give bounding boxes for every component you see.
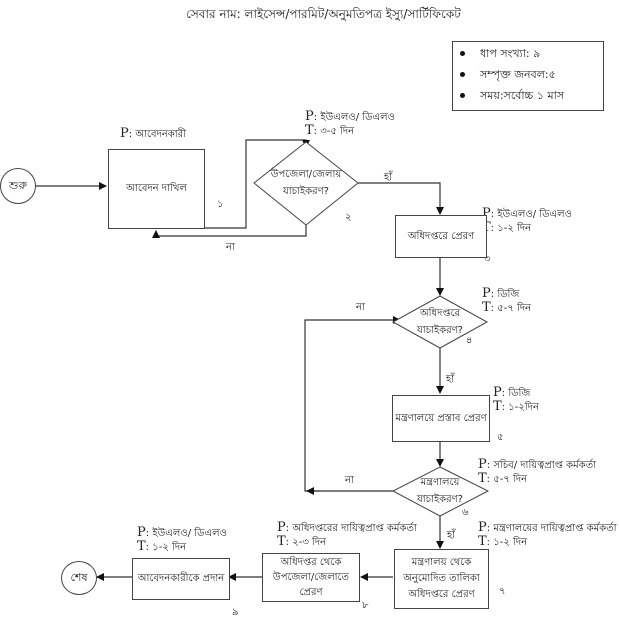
step1-box: আবেদন দাখিল xyxy=(108,149,205,229)
step2-person: P: ইউএলও/ ডিএলও xyxy=(305,109,395,124)
step9-box: আবেদনকারীকে প্রদান xyxy=(132,558,230,600)
step4-yes-label: হাঁ xyxy=(446,374,455,385)
step4-diamond-text: অধিদপ্তরে যাচাইকরণ? xyxy=(416,308,463,336)
step9-person: P: ইউএলও/ ডিএলও xyxy=(137,525,227,540)
step6-yes-label: হাঁ xyxy=(447,530,456,541)
step7-person: P: মন্ত্রণালয়ের দায়িত্বপ্রাপ্ত কর্মকর্… xyxy=(478,520,617,535)
summary-item-staff: সম্পৃক্ত জনবল:৫ xyxy=(453,65,603,84)
arrow-step6-no-loop xyxy=(304,316,401,492)
step5-time: T: ১-২দিন xyxy=(493,399,539,414)
step4-number: ৪ xyxy=(466,335,473,346)
arrow-step2-yes-to-step3 xyxy=(358,182,444,215)
arrow-step2-no-to-step1 xyxy=(152,225,307,238)
summary-item-time: সময়:সর্বোচ্চ ১ মাস xyxy=(453,86,603,105)
step6-person: P: সচিব/ দায়িত্বপ্রাপ্ত কর্মকর্তা xyxy=(478,457,597,472)
step5-box: মন্ত্রণালয়ে প্রস্তাব প্রেরণ xyxy=(392,395,490,442)
decision-diamond-step2 xyxy=(253,141,359,226)
step5-person: P: ডিজি xyxy=(493,385,531,400)
step3-person: P: ইউএলও/ ডিএলও xyxy=(482,206,572,221)
step2-no-label: না xyxy=(226,242,235,253)
step7-time: T: ১-২ দিন xyxy=(478,534,528,549)
page-title: সেবার নাম: লাইসেন্স/পারমিট/অনুমতিপত্র ইস… xyxy=(186,7,461,21)
start-node: শুরু xyxy=(0,168,36,204)
decision-diamond-step4 xyxy=(391,295,489,349)
step4-person: P: ডিজি xyxy=(482,286,520,301)
step8-time: T: ২-৩ দিন xyxy=(277,534,327,549)
step9-time: T: ১-২ দিন xyxy=(137,539,187,554)
step2-yes-label: হাঁ xyxy=(384,172,393,183)
step5-number: ৫ xyxy=(497,432,504,443)
step7-box: মন্ত্রণালয় থেকে অনুমোদিত তালিকা অধিদপ্ত… xyxy=(394,549,489,609)
step2-diamond-text: উপজেলা/জেলায় যাচাইকরণ? xyxy=(270,169,342,197)
step6-no-label: না xyxy=(345,475,354,486)
summary-box: ধাপ সংখ্যা: ৯ সম্পৃক্ত জনবল:৫ সময়:সর্বো… xyxy=(452,41,604,111)
step4-no-label: না xyxy=(356,302,365,313)
step1-person: P: আবেদনকারী xyxy=(120,126,187,141)
step4-time: T: ৫-৭ দিন xyxy=(482,300,532,315)
step3-time: T: ১-২ দিন xyxy=(482,221,532,235)
step2-number: ২ xyxy=(345,212,352,223)
step8-box: অধিদপ্তর থেকে উপজেলা/জেলাতে প্রেরণ xyxy=(262,553,360,602)
step2-time: T: ৩-৫ দিন xyxy=(305,123,355,138)
step9-number: ৯ xyxy=(232,607,239,618)
summary-item-steps: ধাপ সংখ্যা: ৯ xyxy=(453,44,603,63)
step8-person: P: অধিদপ্তরের দায়িত্বপ্রাপ্ত কর্মকর্তা xyxy=(277,520,417,535)
step6-diamond-text: মন্ত্রণালয়ে যাচাইকরণ? xyxy=(416,477,463,505)
step8-number: ৮ xyxy=(362,600,369,611)
step6-time: T: ৫-৭ দিন xyxy=(478,471,528,486)
step7-number: ৭ xyxy=(499,586,506,597)
step3-box: অধিদপ্তরে প্রেরণ xyxy=(395,215,487,258)
decision-diamond-step6 xyxy=(391,466,490,517)
end-node: শেষ xyxy=(61,561,97,595)
step6-number: ৬ xyxy=(462,507,469,518)
step1-number: ১ xyxy=(217,199,224,210)
step3-number: ৩ xyxy=(484,254,491,265)
